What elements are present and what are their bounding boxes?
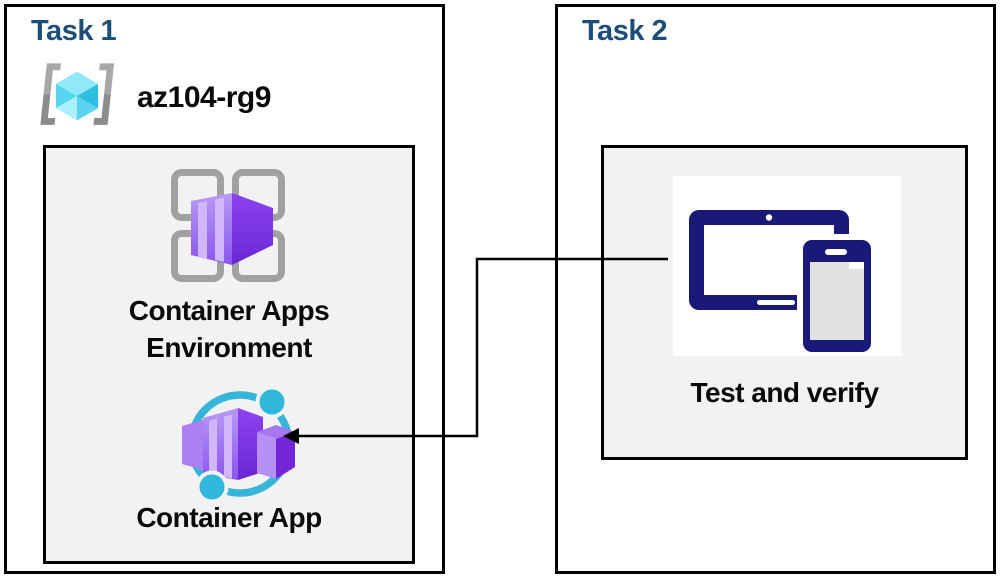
- environment-panel: Container Apps Environment: [43, 145, 415, 564]
- tablet-and-phone-icon: [689, 210, 877, 356]
- container-apps-environment-icon: [171, 169, 285, 282]
- ring-dot: [195, 470, 229, 504]
- container-glyph: [182, 408, 295, 480]
- task2-box: Task 2 Test and: [555, 4, 996, 574]
- tablet-camera-dot: [765, 214, 773, 221]
- icon-plate: [673, 176, 901, 356]
- container-glyph: [191, 193, 273, 265]
- task2-title: Task 2: [582, 15, 668, 47]
- resource-group-name: az104-rg9: [137, 81, 271, 114]
- cube-glyph: [55, 71, 99, 121]
- test-verify-label: Test and verify: [690, 377, 879, 408]
- phone-screen: [810, 262, 864, 340]
- resource-group-row: az104-rg9: [33, 59, 271, 137]
- verify-panel: Test and verify: [601, 145, 968, 460]
- container-app-label: Container App: [136, 502, 322, 533]
- task1-title: Task 1: [31, 15, 117, 47]
- container-app-icon: [182, 386, 295, 504]
- environment-label: Container Apps Environment: [128, 295, 330, 363]
- phone-speaker: [825, 249, 847, 255]
- ring-dot: [255, 386, 289, 419]
- resource-group-icon: [40, 63, 115, 125]
- task1-box: Task 1 az104-rg9: [4, 4, 445, 574]
- tablet-home-bar: [757, 300, 795, 305]
